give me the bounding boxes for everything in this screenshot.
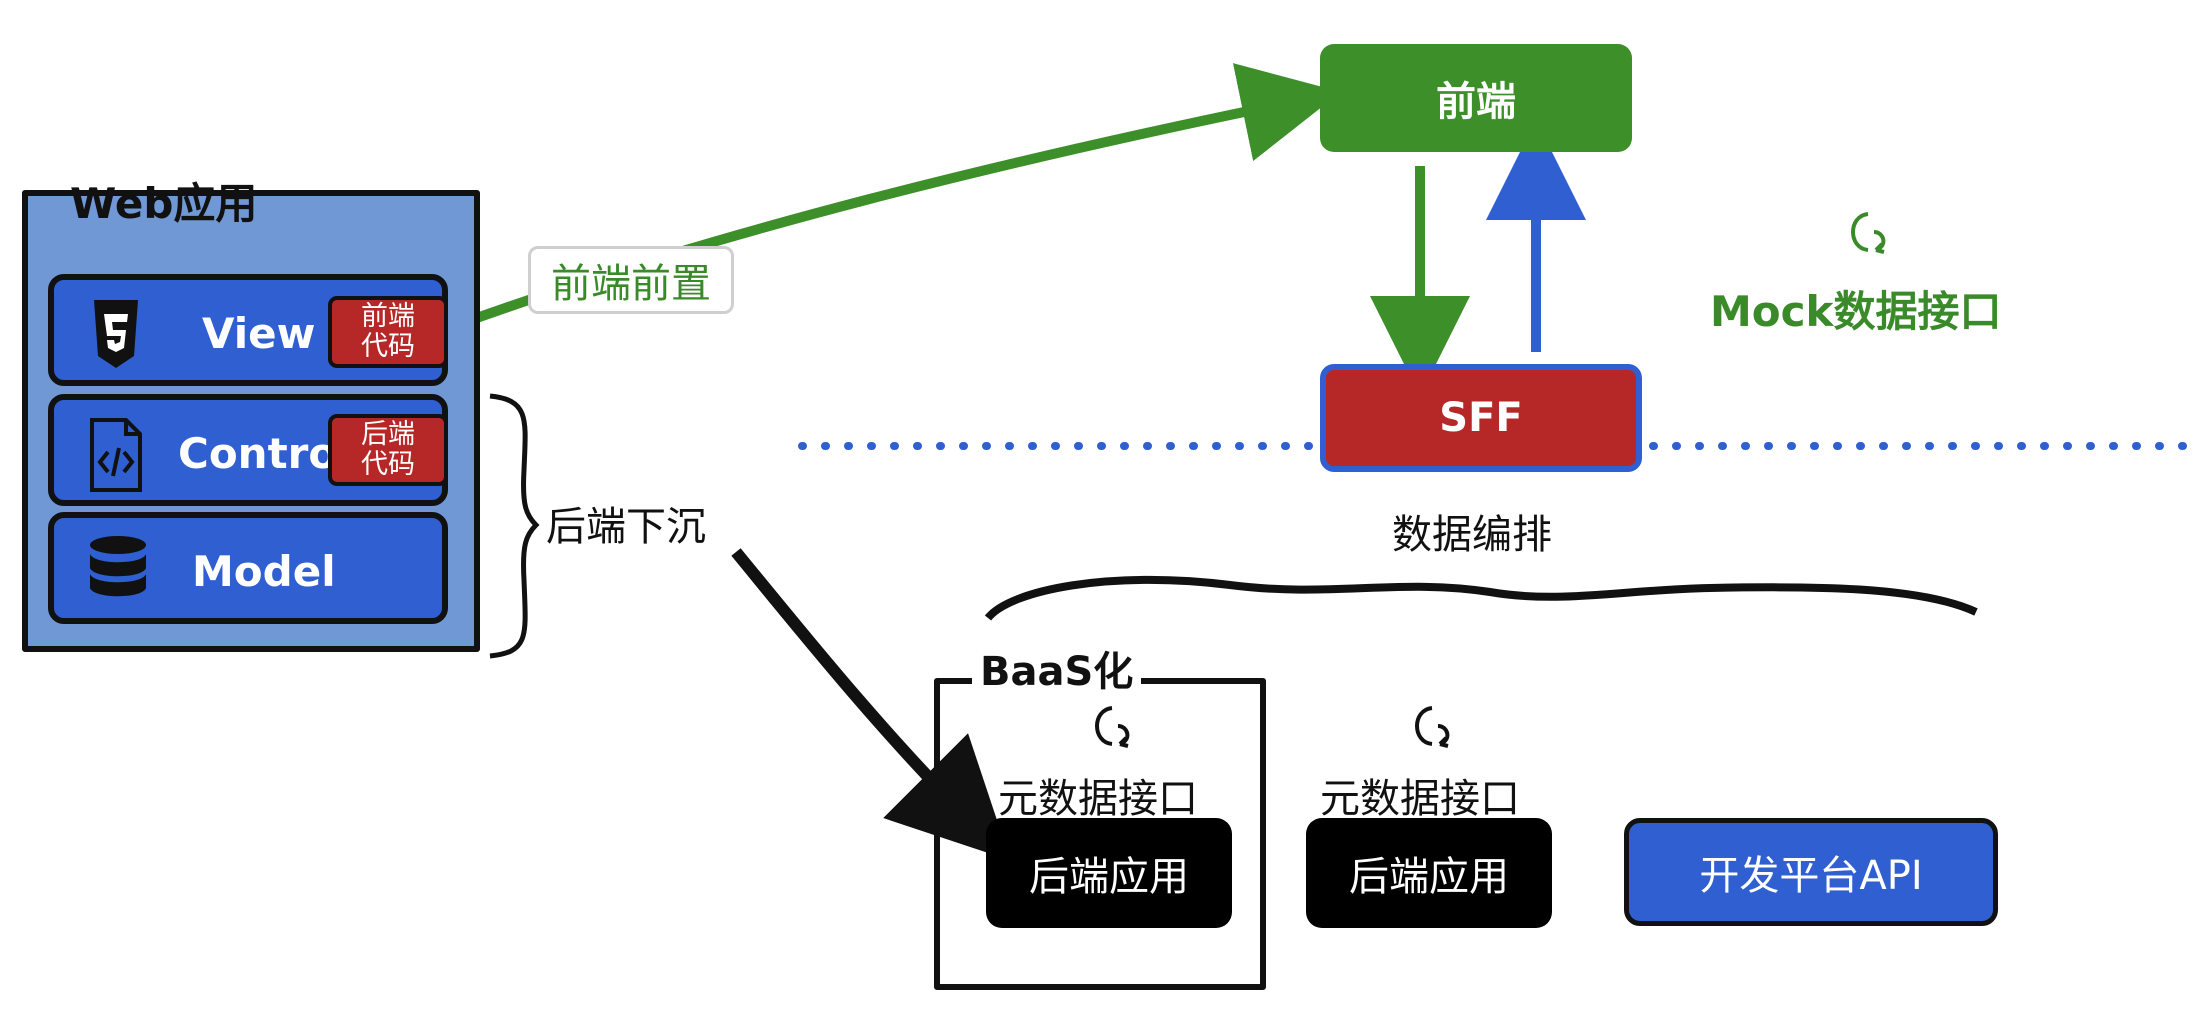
backend-app-box: 后端应用 [986,818,1232,928]
backend-code-label: 后端 代码 [361,419,415,480]
front-forward-label: 前端前置 [528,246,734,314]
api-link-icon [1095,706,1130,748]
api-link-icon [1415,706,1450,748]
meta-interface-label: 元数据接口 [1320,776,1520,822]
frontend-code-label: 前端 代码 [361,301,415,362]
web-app-title: Web应用 [70,179,258,228]
meta-interface-label: 元数据接口 [998,776,1198,822]
code-file-icon [90,418,142,492]
orchestration-label: 数据编排 [1392,512,1552,558]
control-label: Control [178,429,352,478]
mock-interface-label: Mock数据接口 [1710,287,2002,336]
model-label: Model [192,547,336,596]
curly-brace-icon [489,393,540,659]
model-layer: Model [48,512,448,624]
api-link-icon [1851,212,1886,254]
backend-sink-label: 后端下沉 [546,504,706,550]
wavy-separator [984,575,1978,621]
view-label: View [202,309,316,358]
backend-sink-arrow [731,548,1011,861]
database-icon [90,536,146,597]
backend-app-box: 后端应用 [1306,818,1552,928]
open-platform-api-box: 开发平台API [1624,818,1998,926]
frontend-box: 前端 [1320,44,1632,152]
baas-title: BaaS化 [972,650,1142,694]
sff-box: SFF [1320,364,1642,472]
backend-code-tag: 后端 代码 [328,414,448,486]
html5-icon [94,300,138,368]
frontend-code-tag: 前端 代码 [328,296,448,368]
